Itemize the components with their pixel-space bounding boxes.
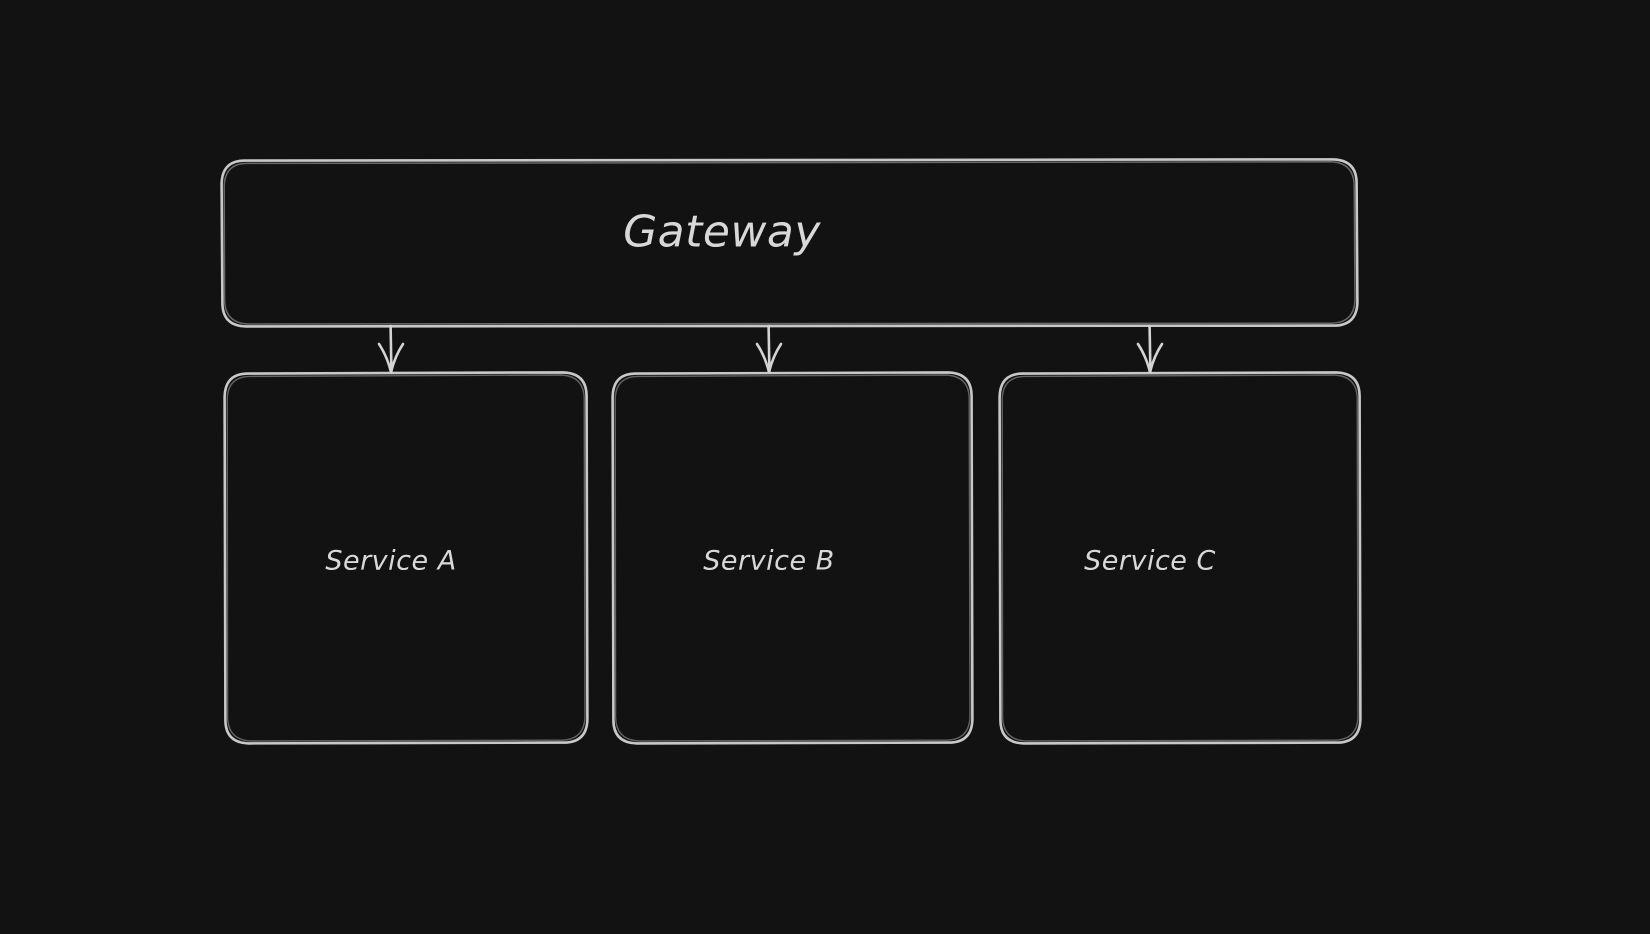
edge-gateway-to-service-a[interactable] xyxy=(377,324,405,374)
edge-gateway-to-service-b[interactable] xyxy=(755,324,783,374)
node-gateway-shape[interactable] xyxy=(220,158,1359,328)
node-gateway[interactable] xyxy=(222,160,1357,326)
node-label-service-c: Service C xyxy=(1084,545,1216,577)
node-label-service-b: Service B xyxy=(703,545,835,577)
node-service-c-shape[interactable] xyxy=(998,371,1362,745)
node-service-b-shape[interactable] xyxy=(611,371,974,745)
node-label-service-a: Service A xyxy=(325,545,457,577)
node-service-b[interactable] xyxy=(613,373,972,743)
node-label-gateway: Gateway xyxy=(623,206,821,258)
node-service-c[interactable] xyxy=(1000,373,1360,743)
node-service-a-shape[interactable] xyxy=(223,371,589,745)
edge-gateway-to-service-c[interactable] xyxy=(1136,324,1164,374)
node-service-a[interactable] xyxy=(225,373,587,743)
